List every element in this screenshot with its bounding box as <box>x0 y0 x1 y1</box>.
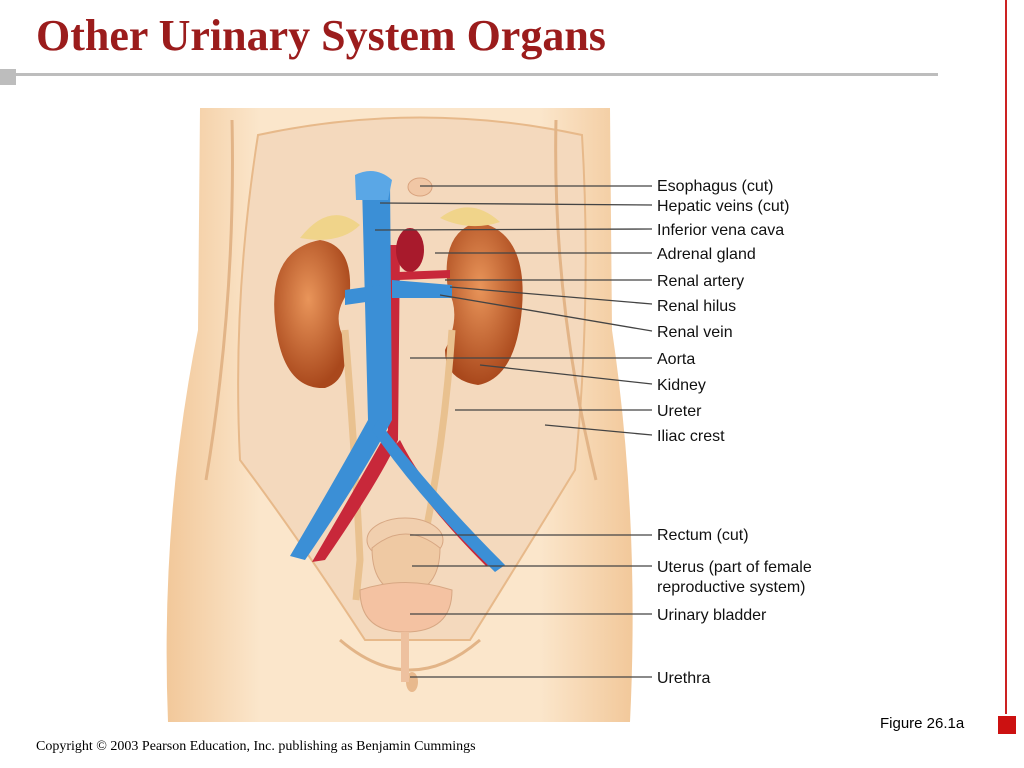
label-iliac-crest: Iliac crest <box>657 428 725 445</box>
label-kidney: Kidney <box>657 377 706 394</box>
renal-artery <box>398 270 450 280</box>
label-renal-artery: Renal artery <box>657 273 744 290</box>
label-uterus-line2: reproductive system) <box>657 579 806 596</box>
aorta-arch-cut <box>396 228 424 272</box>
hepatic-veins <box>355 171 392 200</box>
label-aorta: Aorta <box>657 351 695 368</box>
title-rule-square <box>0 69 16 85</box>
slide-title: Other Urinary System Organs <box>36 11 606 60</box>
corner-square <box>998 716 1016 734</box>
label-urethra: Urethra <box>657 670 710 687</box>
label-rectum: Rectum (cut) <box>657 527 749 544</box>
right-iliac-vein <box>372 420 505 572</box>
urinary-bladder <box>359 582 453 633</box>
leader-lines <box>374 185 653 678</box>
label-adrenal-gland: Adrenal gland <box>657 246 756 263</box>
label-renal-vein: Renal vein <box>657 324 733 341</box>
left-renal-vein <box>345 285 380 305</box>
urethra <box>401 632 409 682</box>
uterus <box>371 533 441 596</box>
aorta <box>312 245 400 562</box>
label-inferior-vena-cava: Inferior vena cava <box>657 222 784 239</box>
copyright-notice: Copyright © 2003 Pearson Education, Inc.… <box>36 739 476 754</box>
right-kidney <box>445 222 523 385</box>
esophagus <box>407 177 433 197</box>
label-urinary-bladder: Urinary bladder <box>657 607 767 624</box>
label-ureter: Ureter <box>657 403 702 420</box>
right-adrenal-gland <box>440 207 500 227</box>
left-adrenal-gland <box>300 215 360 240</box>
right-red-rule <box>1005 0 1007 714</box>
label-uterus-line1: Uterus (part of female <box>657 559 812 576</box>
right-renal-vein <box>392 280 452 298</box>
title-rule <box>14 73 938 76</box>
left-kidney <box>274 240 351 389</box>
label-hepatic-veins: Hepatic veins (cut) <box>657 198 790 215</box>
label-esophagus: Esophagus (cut) <box>657 178 774 195</box>
diagram-labels: Esophagus (cut) Hepatic veins (cut) Infe… <box>657 178 812 687</box>
label-renal-hilus: Renal hilus <box>657 298 736 315</box>
inferior-vena-cava <box>290 180 392 560</box>
figure-label: Figure 26.1a <box>880 715 965 732</box>
